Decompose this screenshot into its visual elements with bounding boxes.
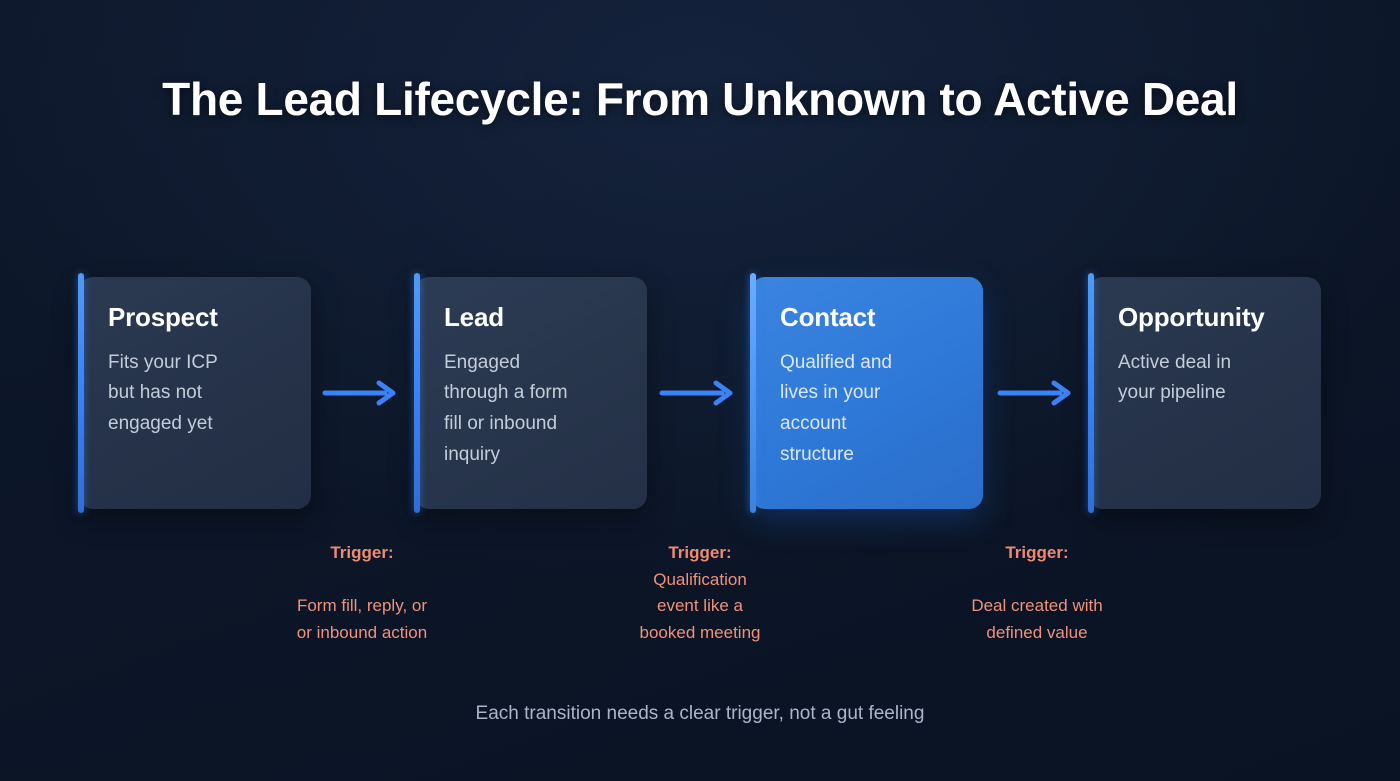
trigger-label: Trigger: (1005, 543, 1069, 562)
arrow-right-icon (997, 380, 1078, 406)
stage-card-description: Active deal in your pipeline (1118, 351, 1232, 404)
arrow-right-icon (322, 380, 403, 406)
page-title: The Lead Lifecycle: From Unknown to Acti… (162, 73, 1238, 125)
stage-card-title: Opportunity (1118, 302, 1265, 332)
trigger-description: Qualification event like a booked meetin… (639, 569, 761, 642)
stage-card-title: Lead (444, 302, 504, 332)
transition-trigger: Trigger: Form fill, reply, or or inbound… (232, 542, 492, 646)
stage-card-description: Engaged through a form fill or inbound i… (444, 351, 568, 465)
stage-card-title: Contact (780, 302, 876, 332)
transition-trigger: Trigger: Qualification event like a book… (570, 542, 830, 646)
footer-note: Each transition needs a clear trigger, n… (475, 703, 925, 724)
stage-card-lead[interactable]: Lead Engaged through a form fill or inbo… (414, 273, 647, 513)
stage-card-description: Qualified and lives in your account stru… (780, 351, 892, 465)
stage-card-contact[interactable]: Contact Qualified and lives in your acco… (750, 273, 983, 513)
arrow-right-icon (659, 380, 740, 406)
trigger-label: Trigger: (668, 543, 732, 562)
stage-card-description: Fits your ICP but has not engaged yet (108, 351, 218, 435)
trigger-description: Form fill, reply, or or inbound action (296, 596, 428, 642)
trigger-label: Trigger: (330, 543, 394, 562)
stage-card-opportunity[interactable]: Opportunity Active deal in your pipeline (1088, 273, 1321, 513)
stage-card-title: Prospect (108, 302, 218, 332)
trigger-description: Deal created with defined value (971, 596, 1103, 642)
transition-trigger: Trigger: Deal created with defined value (907, 542, 1167, 646)
lifecycle-flow: Prospect Fits your ICP but has not engag… (78, 273, 1321, 513)
stage-card-prospect[interactable]: Prospect Fits your ICP but has not engag… (78, 273, 311, 513)
